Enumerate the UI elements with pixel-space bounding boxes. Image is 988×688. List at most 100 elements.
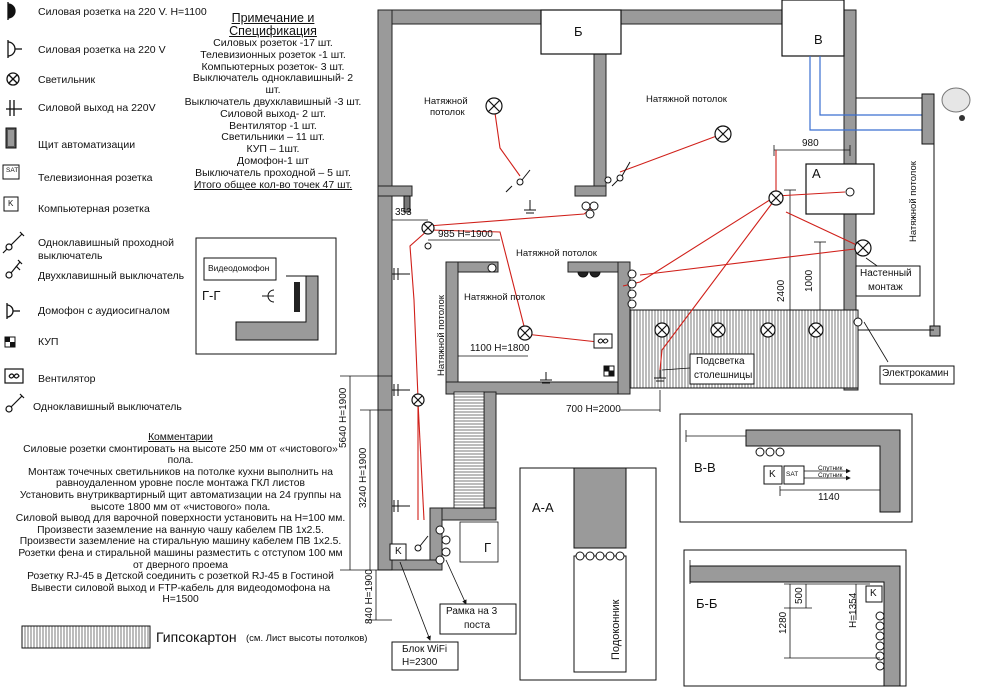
- legend-label: КУП: [38, 336, 59, 348]
- light-fixture-icon: [768, 190, 784, 206]
- wall-mount-label: Настенный: [860, 268, 912, 279]
- satellite-label: Спутник: [818, 465, 843, 472]
- light-fixture-icon: [714, 125, 732, 143]
- hood-icon: [577, 271, 601, 278]
- legend-label: Одноклавишный проходной выключатель: [38, 237, 174, 262]
- plan-symbols: [389, 161, 863, 565]
- legend-label: Одноклавишный выключатель: [33, 401, 182, 413]
- spec-title: Примечание и: [231, 11, 315, 25]
- frame-label: поста: [464, 620, 491, 631]
- room-v-label: В: [814, 32, 823, 47]
- spec-title: Спецификация: [229, 24, 317, 38]
- comment-line: Розетки фена и стиральной машины размест…: [18, 547, 343, 559]
- legend-label: Вентилятор: [38, 373, 96, 385]
- outlet-icon: [589, 201, 599, 211]
- counter-light-label: столешницы: [694, 370, 753, 381]
- section-aa: [519, 467, 657, 681]
- light-fixture-icon: [411, 393, 425, 407]
- spec-line: Выключатель двухклавишный -3 шт.: [184, 95, 362, 108]
- comment-line: Вывести силовой выход и FTP-кабель для в…: [30, 582, 331, 594]
- light-fixture-icon: [710, 322, 726, 338]
- computer-outlet-icon-text: K: [8, 199, 14, 208]
- comment-line: пола.: [167, 455, 194, 467]
- outlet-icon: [627, 279, 637, 289]
- ground-icon: [524, 200, 536, 214]
- ceiling-label: потолок: [430, 107, 465, 118]
- dim-1280: 1280: [778, 611, 789, 634]
- computer-outlet-icon: [389, 543, 407, 561]
- dim-985: 985 H=1900: [438, 229, 493, 240]
- power-output-icon: [392, 268, 410, 280]
- legend-label: Компьютерная розетка: [38, 203, 150, 215]
- legend-label: Силовая розетка на 220 V: [38, 44, 166, 56]
- fireplace-label: Электрокамин: [882, 368, 949, 379]
- section-gg: [195, 237, 337, 355]
- legend-label: Двухклавишный выключатель: [38, 270, 185, 282]
- comment-line: от дверного проема: [133, 559, 228, 571]
- comment-line: Установить внутриквартирный щит автомати…: [19, 489, 342, 501]
- tv-outlet-icon-text: SAT: [6, 167, 19, 174]
- legend-label: Щит автоматизации: [38, 139, 136, 151]
- room-b-block: [540, 9, 622, 55]
- legend-label: Телевизионная розетка: [38, 172, 153, 184]
- dim-3240: 3240 H=1900: [358, 447, 369, 508]
- spec-line: шт.: [265, 84, 281, 97]
- single-switch-icon: [414, 535, 429, 552]
- outlet-icon: [435, 525, 445, 535]
- comment-line: H=1500: [162, 594, 199, 606]
- bb-computer-outlet-text: K: [870, 588, 877, 599]
- dim-1100: 1100 H=1800: [470, 343, 530, 354]
- outlet-icon: [581, 201, 591, 211]
- comment-line: Силовые розетки смонтировать на высоте 2…: [23, 443, 338, 455]
- ceiling-vertical-label: Натяжной потолок: [436, 295, 447, 376]
- double-switch-icon: [505, 169, 531, 193]
- outlet-icon: [441, 535, 451, 545]
- ceiling-label: Натяжной потолок: [646, 94, 727, 105]
- spec-line: Выключатель проходной – 5 шт.: [195, 166, 351, 179]
- spec-line: Силовой выход- 2 шт.: [220, 107, 326, 120]
- ceiling-label: Натяжной потолок: [516, 248, 597, 259]
- outlet-icon: [424, 242, 432, 250]
- spec-line: Телевизионных розеток -1 шт.: [200, 48, 346, 61]
- comments-title: Комментарии: [148, 432, 213, 443]
- outlet-icon: [627, 299, 637, 309]
- outlet-icon: [627, 289, 637, 299]
- legend-label: Светильник: [38, 74, 96, 86]
- comments: Комментарии Силовые розетки смонтировать…: [8, 432, 353, 606]
- room-v-block: [781, 0, 845, 57]
- fireplace-box: [879, 365, 955, 385]
- comment-line: высоте 1800 мм от «чистового» пола.: [90, 501, 271, 513]
- comment-line: Произвести заземление на ванную чашу каб…: [37, 524, 324, 536]
- spec-total: Итого общее кол-во точек 47 шт.: [193, 178, 353, 191]
- light-fixture-icon: [808, 322, 824, 338]
- intercom-box-label: Видеодомофон: [208, 263, 270, 273]
- light-fixture-icon: [517, 325, 533, 341]
- drywall-label: Гипсокартон: [156, 629, 237, 645]
- spec-line: Компьютерных розеток- 3 шт.: [201, 60, 345, 73]
- section-vv-title: В-В: [694, 460, 716, 475]
- light-fixture-icon: [654, 322, 670, 338]
- walls: [377, 9, 859, 571]
- comment-line: Розетку RJ-45 в Детской соединить с розе…: [27, 571, 334, 583]
- dim-h1354: H=1354: [848, 592, 859, 628]
- dim-1140: 1140: [818, 492, 840, 503]
- ground-icon: [540, 372, 552, 384]
- dim-500: 500: [794, 587, 805, 604]
- ceiling-label: Натяжной: [424, 96, 468, 107]
- dim-700: 700 H=2000: [566, 404, 621, 415]
- dim-5640: 5640 H=1900: [338, 387, 349, 448]
- plan-computer-outlet-text: K: [395, 546, 402, 557]
- room-b-label: Б: [574, 24, 583, 39]
- spec-line: Силовых розеток -17 шт.: [213, 37, 333, 49]
- comment-line: Монтаж точечных светильников на потолке …: [28, 466, 333, 478]
- outlet-icon: [487, 263, 497, 273]
- outlet-icon: [604, 176, 612, 184]
- comment-line: равноудаленном уровне после монтажа ГКЛ …: [55, 478, 305, 490]
- room-a-block: [805, 163, 875, 215]
- vv-computer-outlet-text: K: [769, 469, 776, 480]
- dim-2400: 2400: [776, 279, 787, 302]
- dim-353: 353: [395, 207, 412, 218]
- counter-light-label: Подсветка: [696, 356, 745, 367]
- legend-label: Домофон с аудиосигналом: [38, 305, 170, 317]
